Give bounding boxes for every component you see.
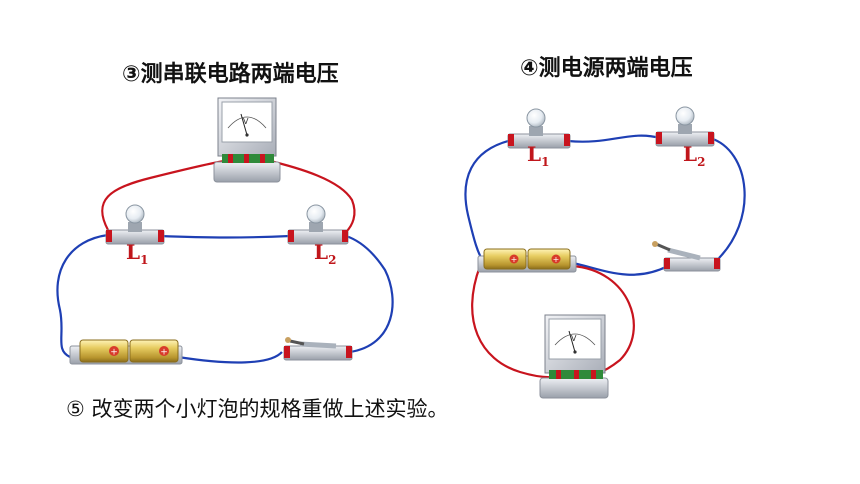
left-wire-voltmeter-negative — [101, 158, 231, 231]
left-lamp-l1-label: L1 — [126, 240, 149, 267]
left-wire-voltmeter-positive — [265, 158, 356, 233]
right-wire-battery-to-switch — [567, 260, 669, 276]
right-wire-l1-to-l2 — [567, 134, 661, 143]
left-lamp-l2-label: L2 — [314, 240, 337, 267]
left-wire-l1-to-battery — [56, 233, 109, 358]
right-voltmeter — [539, 314, 609, 399]
svg-text:+: + — [160, 348, 168, 358]
right-switch — [652, 241, 721, 272]
left-wire-l1-to-l2 — [159, 234, 291, 239]
instruction-note: ⑤ 改变两个小灯泡的规格重做上述实验。 — [66, 397, 449, 421]
left-wire-switch-to-l2 — [345, 234, 394, 354]
right-voltmeter-symbol: V — [571, 334, 577, 343]
left-switch — [283, 337, 353, 361]
left-voltmeter-symbol: V — [243, 117, 249, 126]
right-battery: + + — [477, 248, 577, 273]
left-lamp-l1 — [105, 204, 165, 245]
left-wire-battery-to-switch — [177, 351, 283, 364]
right-lamp-l1 — [507, 108, 571, 149]
left-lamp-l2 — [287, 204, 349, 245]
right-wire-voltmeter-negative — [471, 265, 561, 379]
left-voltmeter — [213, 97, 281, 183]
svg-text:+: + — [553, 255, 560, 264]
right-lamp-l2 — [655, 106, 715, 147]
right-circuit-title: ④测电源两端电压 — [520, 56, 693, 81]
svg-text:+: + — [511, 255, 518, 264]
left-battery: + + — [69, 339, 183, 365]
svg-text:+: + — [110, 348, 118, 358]
right-lamp-l1-label: L1 — [527, 142, 550, 169]
left-circuit-title: ③测串联电路两端电压 — [122, 62, 339, 87]
right-wire-l1-to-battery — [464, 138, 513, 263]
right-lamp-l2-label: L2 — [683, 142, 706, 169]
right-wire-l2-to-switch — [709, 136, 746, 263]
